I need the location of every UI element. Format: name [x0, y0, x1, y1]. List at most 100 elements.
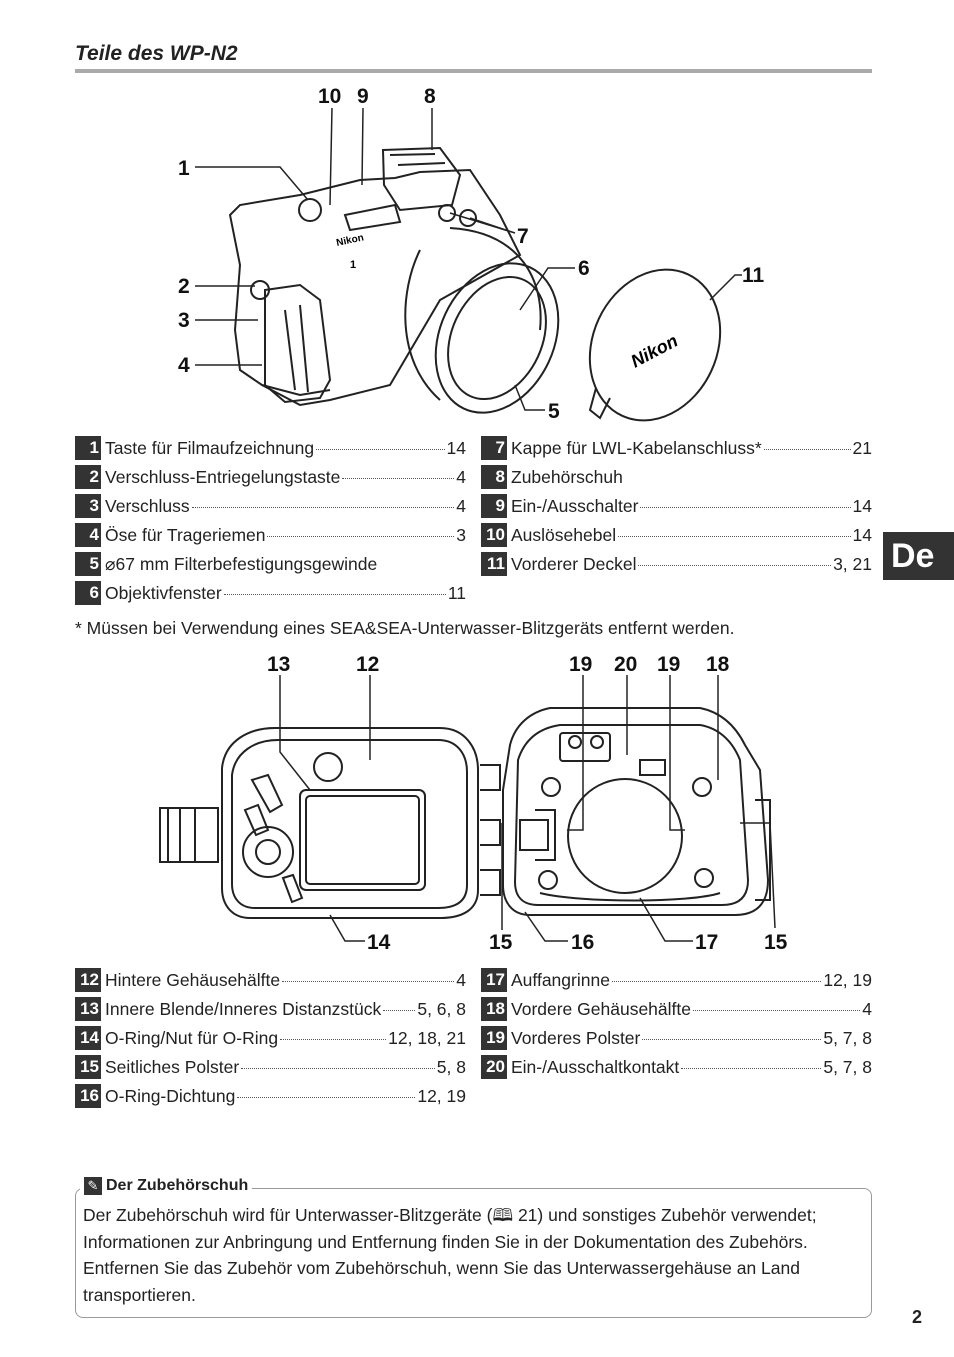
cap-brand-mark: Nikon — [627, 330, 681, 371]
part-entry: Auffangrinne 12, 19 — [507, 968, 872, 992]
part-row: 5⌀67 mm Filterbefestigungsgewinde — [75, 552, 466, 576]
part-page-ref: 12, 18, 21 — [388, 1027, 466, 1048]
part-number-badge: 5 — [75, 552, 101, 576]
model-mark: 1 — [350, 259, 356, 271]
callout-8: 8 — [424, 85, 436, 108]
leader-dots — [681, 1067, 822, 1069]
callout-19b: 19 — [657, 653, 680, 676]
callout-15a: 15 — [489, 931, 513, 954]
page-number: 2 — [912, 1307, 923, 1327]
leader-dots — [280, 1038, 387, 1040]
part-number-badge: 10 — [481, 523, 507, 547]
leader-dots — [267, 535, 455, 537]
leader-dots — [642, 1038, 822, 1040]
part-number-badge: 11 — [481, 552, 507, 576]
part-number-badge: 9 — [481, 494, 507, 518]
part-number-badge: 15 — [75, 1055, 101, 1079]
part-entry: ⌀67 mm Filterbefestigungsgewinde — [101, 552, 466, 576]
part-number-badge: 4 — [75, 523, 101, 547]
part-entry: Verschluss 4 — [101, 494, 466, 518]
leader-dots — [611, 980, 822, 982]
part-number-badge: 6 — [75, 581, 101, 605]
part-number-badge: 2 — [75, 465, 101, 489]
part-page-ref: 4 — [456, 495, 466, 516]
part-entry: Vordere Gehäusehälfte 4 — [507, 997, 872, 1021]
title-rule — [75, 69, 872, 73]
part-entry: Kappe für LWL-Kabelanschluss*21 — [507, 436, 872, 460]
part-label: Ein-/Ausschaltkontakt — [511, 1056, 680, 1077]
part-page-ref: 5, 7, 8 — [823, 1027, 872, 1048]
callout-10: 10 — [318, 85, 341, 108]
part-page-ref: 3 — [456, 524, 466, 545]
leader-dots — [237, 1096, 416, 1098]
part-entry: O-Ring/Nut für O-Ring 12, 18, 21 — [101, 1026, 466, 1050]
part-number-badge: 3 — [75, 494, 101, 518]
part-page-ref: 21 — [852, 437, 872, 458]
part-number-badge: 18 — [481, 997, 507, 1021]
part-page-ref: 4 — [862, 998, 872, 1019]
brand-mark: Nikon — [335, 232, 364, 249]
part-label: Verschluss — [105, 495, 190, 516]
callout-19a: 19 — [569, 653, 592, 676]
part-page-ref: 5, 7, 8 — [823, 1056, 872, 1077]
callout-7: 7 — [517, 225, 529, 248]
footnote: * Müssen bei Verwendung eines SEA&SEA-Un… — [75, 618, 735, 638]
leader-dots — [763, 448, 851, 450]
part-label: O-Ring/Nut für O-Ring — [105, 1027, 279, 1048]
part-label: Hintere Gehäusehälfte — [105, 969, 281, 990]
part-label: Verschluss-Entriegelungstaste — [105, 466, 341, 487]
part-label: Vordere Gehäusehälfte — [511, 998, 691, 1019]
callout-1: 1 — [178, 157, 190, 180]
part-page-ref: 3, 21 — [833, 553, 872, 574]
part-label: Vorderes Polster — [511, 1027, 641, 1048]
leader-dots — [342, 477, 455, 479]
part-label: Auslösehebel — [511, 524, 617, 545]
leader-dots — [316, 448, 445, 450]
callout-16: 16 — [571, 931, 594, 954]
part-entry: Auslösehebel 14 — [507, 523, 872, 547]
callout-5: 5 — [548, 400, 560, 423]
part-page-ref: 12, 19 — [823, 969, 872, 990]
part-label: Ein-/Ausschalter — [511, 495, 639, 516]
callout-20: 20 — [614, 653, 637, 676]
part-entry: Vorderes Polster 5, 7, 8 — [507, 1026, 872, 1050]
callout-11: 11 — [742, 264, 765, 287]
part-entry: Vorderer Deckel 3, 21 — [507, 552, 872, 576]
section-title: Teile des WP-N2 — [75, 42, 238, 65]
part-label: Vorderer Deckel — [511, 553, 637, 574]
part-page-ref: 4 — [456, 969, 466, 990]
part-page-ref: 5, 6, 8 — [417, 998, 466, 1019]
callout-12: 12 — [356, 653, 379, 676]
note-header: ✎ Der Zubehörschuh — [80, 1177, 253, 1195]
part-page-ref: 11 — [447, 582, 466, 603]
part-label: Innere Blende/Inneres Distanzstück — [105, 998, 382, 1019]
part-label: Auffangrinne — [511, 969, 610, 990]
part-page-ref: 14 — [852, 524, 872, 545]
callout-6: 6 — [578, 257, 590, 280]
part-label: Taste für Filmaufzeichnung — [105, 437, 315, 458]
part-number-badge: 14 — [75, 1026, 101, 1050]
callout-15b: 15 — [764, 931, 788, 954]
part-number-badge: 19 — [481, 1026, 507, 1050]
leader-dots — [191, 506, 455, 508]
callout-2: 2 — [178, 275, 190, 298]
